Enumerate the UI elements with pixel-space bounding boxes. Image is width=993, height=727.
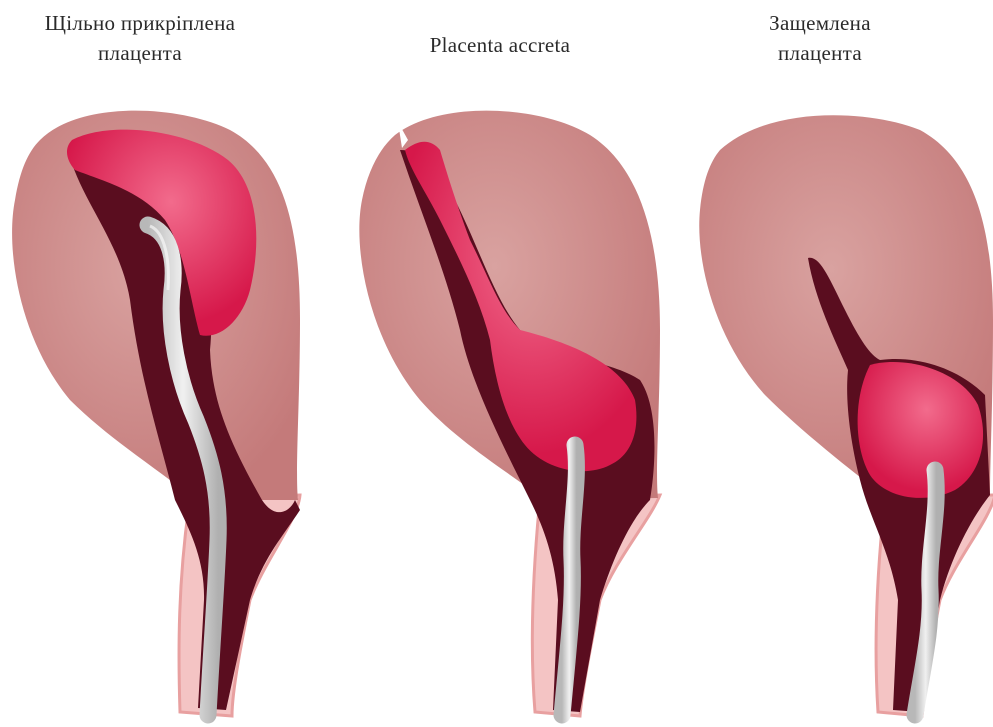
panel-entrapped-placenta xyxy=(699,115,993,716)
panel-placenta-accreta xyxy=(359,111,660,716)
panel-tightly-attached xyxy=(12,111,300,716)
